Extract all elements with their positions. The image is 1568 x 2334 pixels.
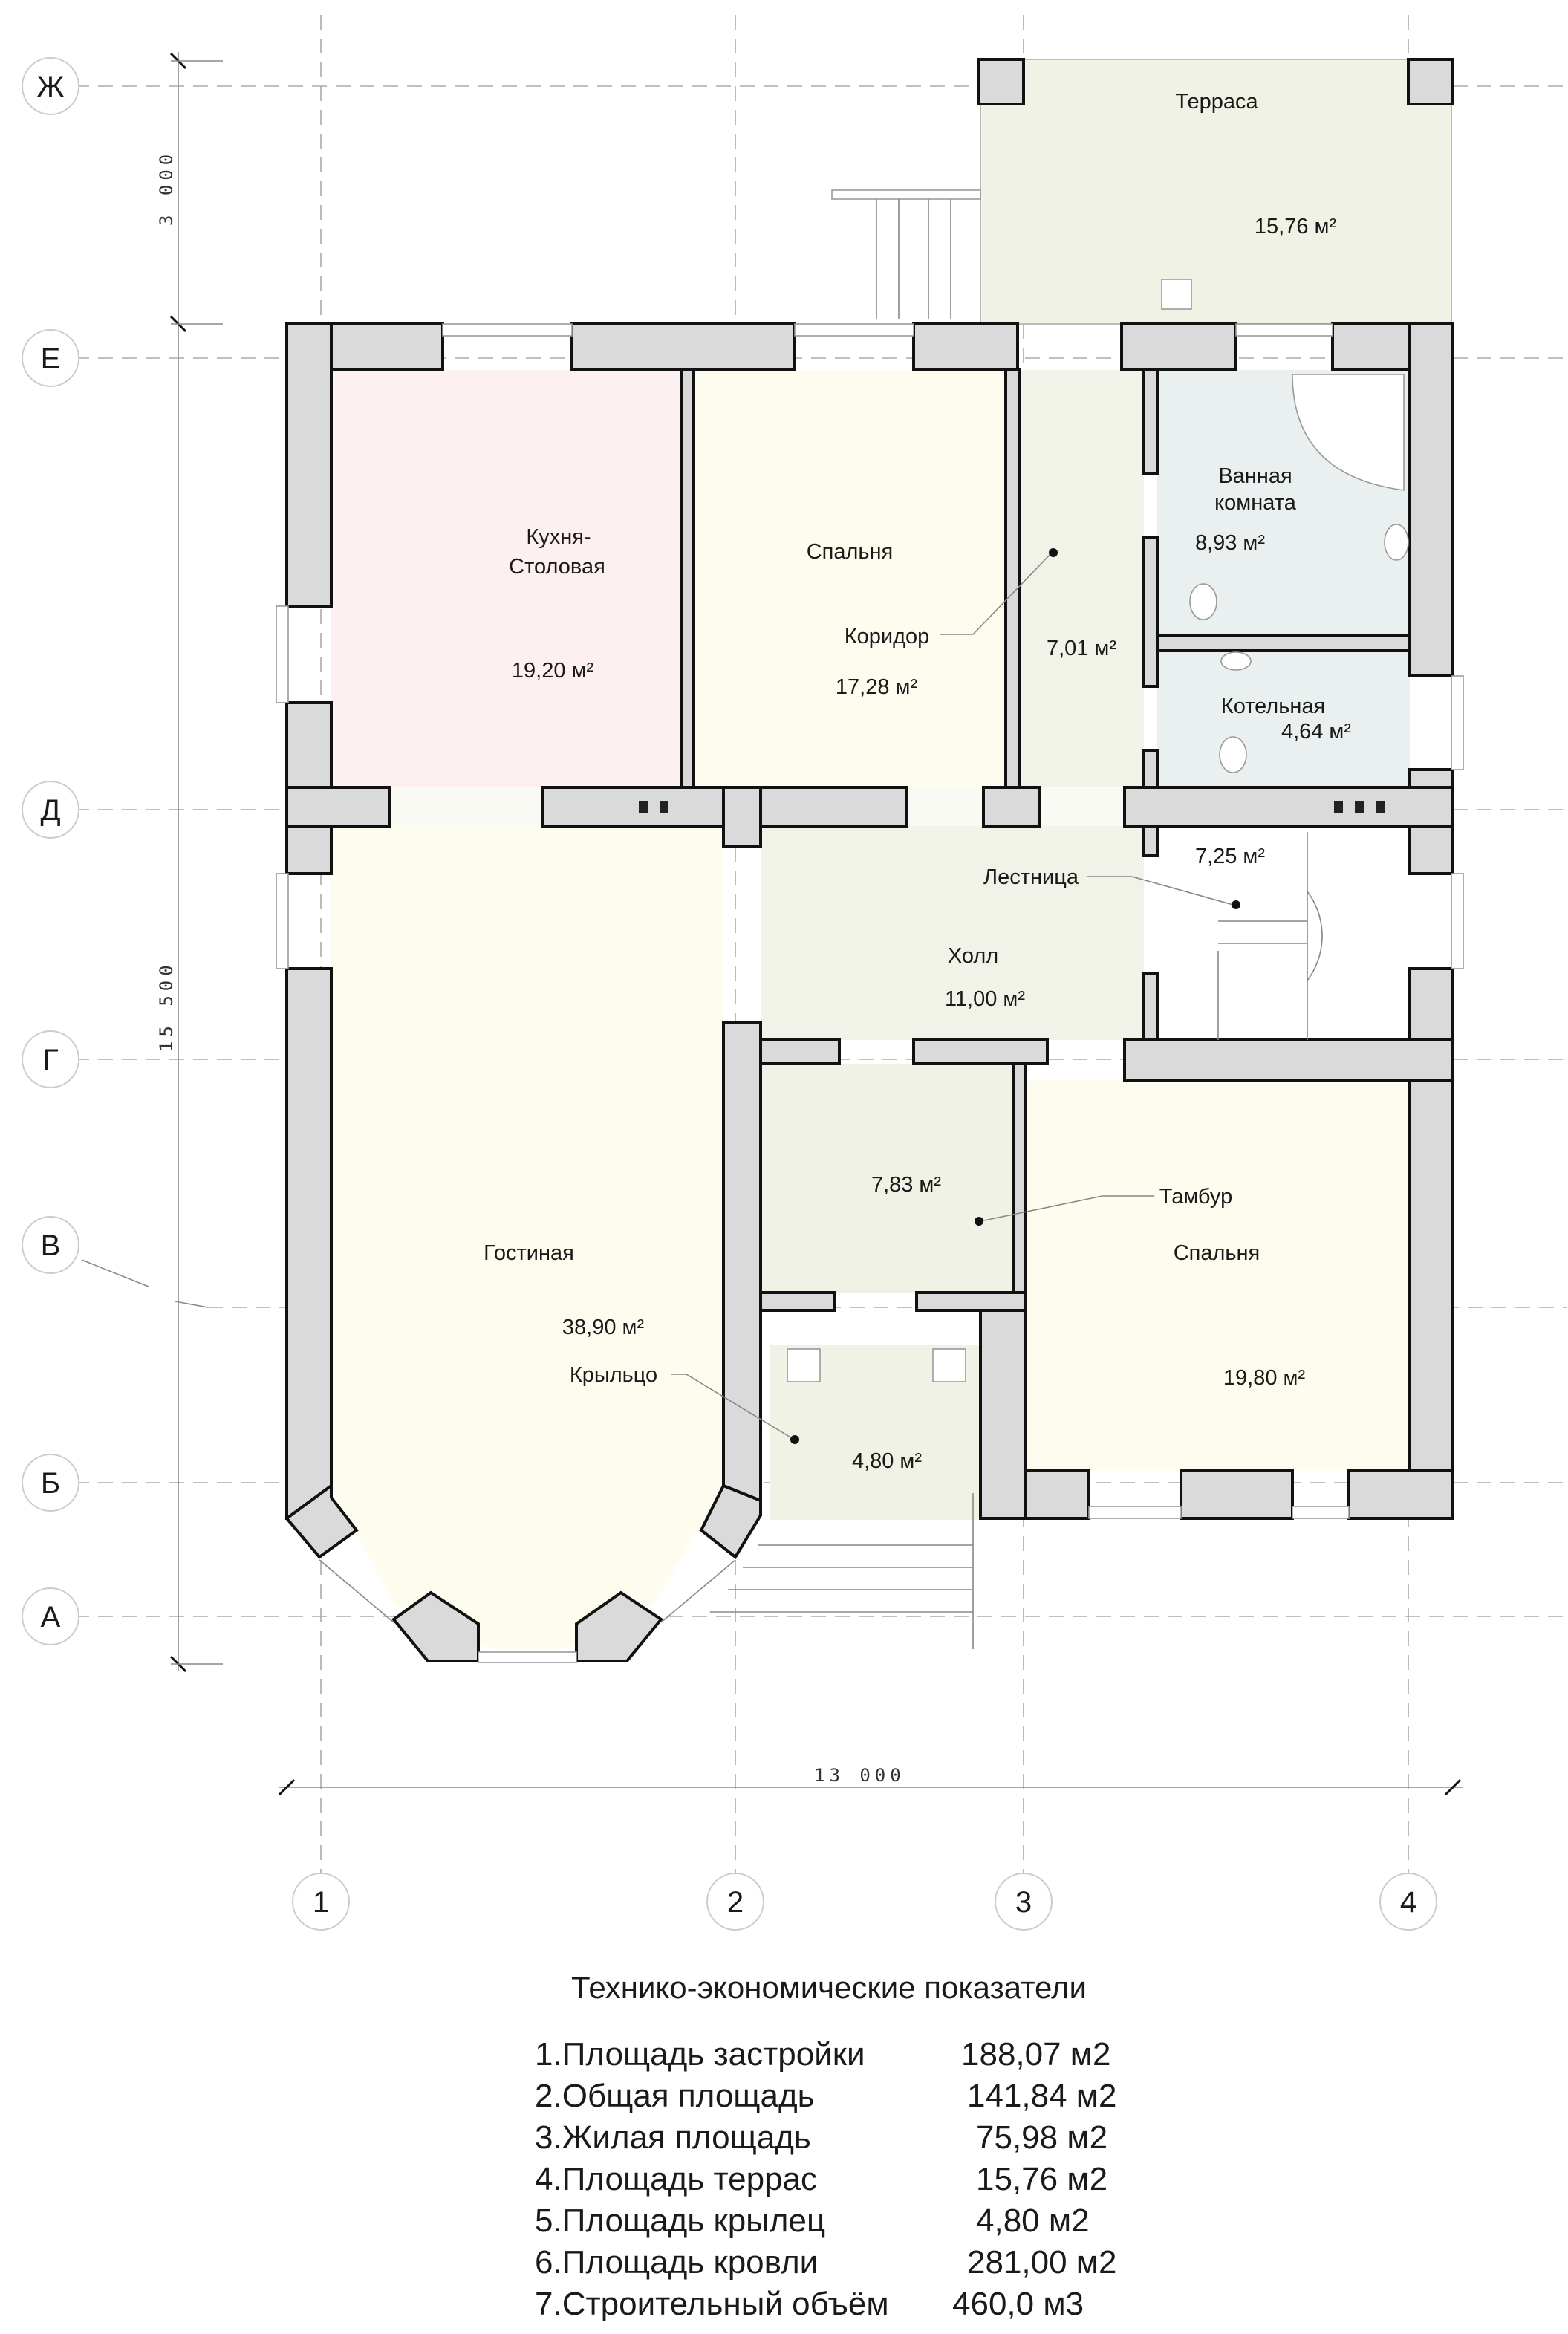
bathroom-fixtures <box>1189 374 1409 773</box>
dimension-15500: 15 500 <box>156 960 177 1052</box>
sink-icon <box>1220 651 1252 671</box>
table-cell: В <box>41 1229 61 1262</box>
toilet-icon <box>1189 583 1217 620</box>
bedroom-top-floor <box>694 370 1006 787</box>
table-cell: 1.Площадь застройки <box>535 2036 865 2073</box>
dimension-13000: 13 000 <box>814 1765 905 1786</box>
table-row: 3.Жилая площадь 75,98 м2 <box>535 2119 1107 2156</box>
hall-area: 11,00 м² <box>945 987 1025 1011</box>
bathtub-icon <box>1292 374 1405 491</box>
axis-col-4: 4 <box>1379 1873 1437 1931</box>
bedroom-bottom-area: 19,80 м² <box>1223 1366 1306 1390</box>
table-cell: 2 <box>727 1886 744 1919</box>
corridor-area: 7,01 м² <box>1047 637 1116 660</box>
indicators-table: Технико-экономические показатели 1.Площа… <box>535 1970 1117 2322</box>
table-cell: 3 <box>1015 1886 1032 1919</box>
table-cell: Е <box>41 342 61 375</box>
kitchen-label-2: Столовая <box>509 555 605 579</box>
stairs <box>1217 832 1323 1040</box>
bedroom-top-area: 17,28 м² <box>836 675 918 699</box>
kitchen-area: 19,20 м² <box>512 659 594 683</box>
terrace-area: 15,76 м² <box>1255 215 1337 238</box>
table-cell: 15,76 м2 <box>976 2161 1107 2197</box>
axis-col-1: 1 <box>292 1873 350 1931</box>
table-cell: 141,84 м2 <box>967 2078 1117 2114</box>
vestibule-label: Тамбур <box>1159 1185 1232 1209</box>
axis-row-a: А <box>22 1587 79 1645</box>
dimension-lines: 3 000 15 500 13 000 <box>156 52 1463 1796</box>
boiler-area: 4,64 м² <box>1281 720 1351 744</box>
living-floor <box>331 826 723 1649</box>
bedroom-top-label: Спальня <box>807 540 894 564</box>
terrace-label: Терраса <box>1175 90 1258 114</box>
bedroom-bottom-label: Спальня <box>1174 1241 1260 1265</box>
bedroom-bottom-floor <box>1025 1080 1410 1471</box>
bathroom-label: Ванная <box>1218 464 1292 488</box>
vestibule-floor <box>761 1064 1013 1293</box>
kitchen-floor <box>331 370 682 787</box>
bathroom-label-2: комната <box>1214 491 1297 515</box>
table-cell: Ж <box>37 71 65 103</box>
axis-markers: Ж Е Д Г В Б А 1 2 3 4 <box>22 57 1437 1931</box>
table-row: 1.Площадь застройки 188,07 м2 <box>535 2036 1111 2073</box>
toilet-icon <box>1219 736 1247 773</box>
table-cell: 75,98 м2 <box>976 2119 1107 2156</box>
kitchen-label: Кухня- <box>526 525 591 549</box>
table-cell: 3.Жилая площадь <box>535 2119 811 2156</box>
stairs-area: 7,25 м² <box>1195 845 1265 868</box>
sink-icon <box>1384 524 1409 561</box>
axis-row-d: Д <box>22 781 79 839</box>
axis-col-2: 2 <box>706 1873 764 1931</box>
axis-row-e: Е <box>22 329 79 387</box>
axis-row-b: Б <box>22 1454 79 1512</box>
table-cell: 188,07 м2 <box>961 2036 1111 2073</box>
dimension-3000: 3 000 <box>156 150 177 226</box>
hall-label: Холл <box>948 944 998 968</box>
hall-floor <box>761 826 1144 1040</box>
table-title: Технико-экономические показатели <box>571 1970 1087 2005</box>
boiler-label: Котельная <box>1221 695 1325 718</box>
stairs-label: Лестница <box>983 865 1079 889</box>
table-cell: 5.Площадь крылец <box>535 2203 825 2239</box>
porch-label: Крыльцо <box>570 1363 657 1387</box>
axis-row-g: Г <box>22 1030 79 1088</box>
table-cell: 4,80 м2 <box>976 2203 1090 2239</box>
living-area: 38,90 м² <box>562 1316 645 1339</box>
corridor-label: Коридор <box>845 625 930 648</box>
bathroom-area: 8,93 м² <box>1195 531 1265 555</box>
table-cell: А <box>41 1601 61 1634</box>
table-row: 7.Строительный объём 460,0 м3 <box>535 2286 1084 2322</box>
table-cell: 4.Площадь террас <box>535 2161 817 2197</box>
table-cell: 6.Площадь кровли <box>535 2244 818 2281</box>
table-row: 5.Площадь крылец 4,80 м2 <box>535 2203 1090 2239</box>
axis-row-zh: Ж <box>22 57 79 115</box>
table-row: 4.Площадь террас 15,76 м2 <box>535 2161 1107 2197</box>
axis-col-3: 3 <box>995 1873 1053 1931</box>
table-cell: Г <box>42 1044 59 1076</box>
stairs-floor <box>1157 826 1410 1040</box>
room-fills <box>331 370 1410 1649</box>
terrace <box>831 58 1454 325</box>
leaders <box>671 548 1240 1444</box>
axis-row-v: В <box>22 1216 79 1274</box>
table-cell: 7.Строительный объём <box>535 2286 889 2322</box>
table-cell: Б <box>41 1467 60 1500</box>
table-cell: Д <box>40 794 60 827</box>
table-row: 2.Общая площадь 141,84 м2 <box>535 2078 1117 2114</box>
table-cell: 460,0 м3 <box>952 2286 1084 2322</box>
table-row: 6.Площадь кровли 281,00 м2 <box>535 2244 1117 2281</box>
porch-steps <box>710 1348 974 1649</box>
table-cell: 281,00 м2 <box>967 2244 1117 2281</box>
boiler-floor <box>1157 651 1410 787</box>
porch-area: 4,80 м² <box>852 1449 922 1473</box>
table-cell: 1 <box>313 1886 329 1919</box>
corridor-floor <box>1019 370 1144 787</box>
walls <box>276 322 1464 1663</box>
table-cell: 2.Общая площадь <box>535 2078 815 2114</box>
vestibule-area: 7,83 м² <box>871 1173 941 1197</box>
living-label: Гостиная <box>484 1241 574 1265</box>
table-cell: 4 <box>1400 1886 1416 1919</box>
room-labels: Терраса 15,76 м² Кухня- Столовая 19,20 м… <box>484 90 1351 1473</box>
